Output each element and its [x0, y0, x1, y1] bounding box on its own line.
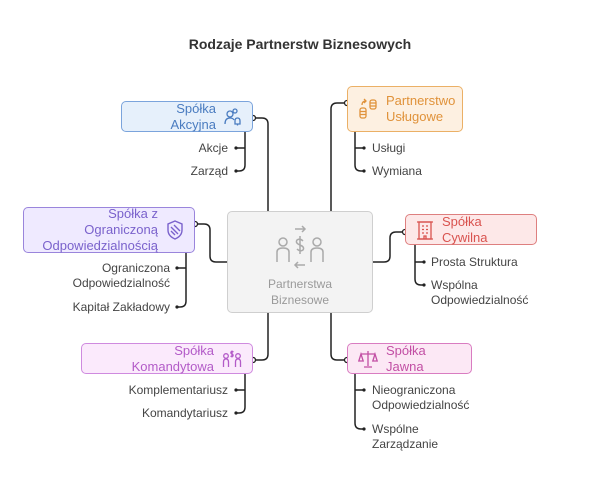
connector-uslugowe [330, 102, 347, 211]
node-label: Spółka Akcyjna [170, 100, 216, 132]
item-komandytariusz: Komandytariusz [141, 406, 228, 420]
item-prosta-struktura: Prosta Struktura [431, 255, 518, 269]
item-uslugi: Usługi [372, 141, 406, 155]
bracket-akcyjna [236, 132, 246, 172]
node-spolka-akcyjna[interactable]: Spółka Akcyjna [121, 101, 253, 132]
node-spolka-jawna[interactable]: Spółka Jawna [347, 343, 472, 374]
partners-exchange-icon [274, 224, 326, 270]
node-label-line2: Usługowe [386, 109, 444, 124]
node-label-line1: Spółka z Ograniczoną [84, 206, 158, 237]
bracket-komandytowa [236, 374, 246, 414]
people-money-icon [222, 350, 242, 368]
node-label: Spółka Cywilna [442, 213, 488, 245]
bracket-uslugowe [354, 132, 364, 172]
node-label-line2: Odpowiedzialnością [42, 238, 158, 253]
connector-jawna [330, 313, 347, 361]
connector-komandytowa [253, 313, 269, 361]
coins-exchange-icon [358, 98, 378, 120]
diagram-title: Rodzaje Partnerstw Biznesowych [188, 36, 412, 52]
item-akcje: Akcje [198, 141, 228, 155]
node-spolka-komandytowa[interactable]: Spółka Komandytowa [81, 343, 253, 374]
connector-cywilna [373, 231, 405, 263]
bracket-jawna [354, 374, 364, 430]
bracket-zoo [177, 253, 187, 308]
connector-zoo [195, 223, 227, 263]
connector-akcyjna [253, 117, 269, 211]
central-node[interactable]: Partnerstwa Biznesowe [227, 211, 373, 313]
node-label-line1: Partnerstwo [386, 93, 456, 108]
central-label-line1: Partnerstwa [267, 277, 333, 291]
item-wymiana: Wymiana [372, 164, 422, 178]
central-label-line2: Biznesowe [270, 293, 330, 307]
item-komplementariusz: Komplementariusz [128, 383, 228, 397]
bracket-cywilna [414, 245, 424, 286]
item-kapital-zakladowy: Kapitał Zakładowy [72, 300, 170, 314]
user-bell-icon [224, 107, 242, 126]
node-label: Spółka Komandytowa [131, 342, 214, 374]
scales-icon [358, 350, 378, 368]
item-zarzad: Zarząd [190, 164, 228, 178]
node-spolka-cywilna[interactable]: Spółka Cywilna [405, 214, 537, 245]
shield-icon [166, 220, 184, 240]
building-icon [416, 220, 434, 240]
node-label: Spółka Jawna [386, 342, 426, 374]
